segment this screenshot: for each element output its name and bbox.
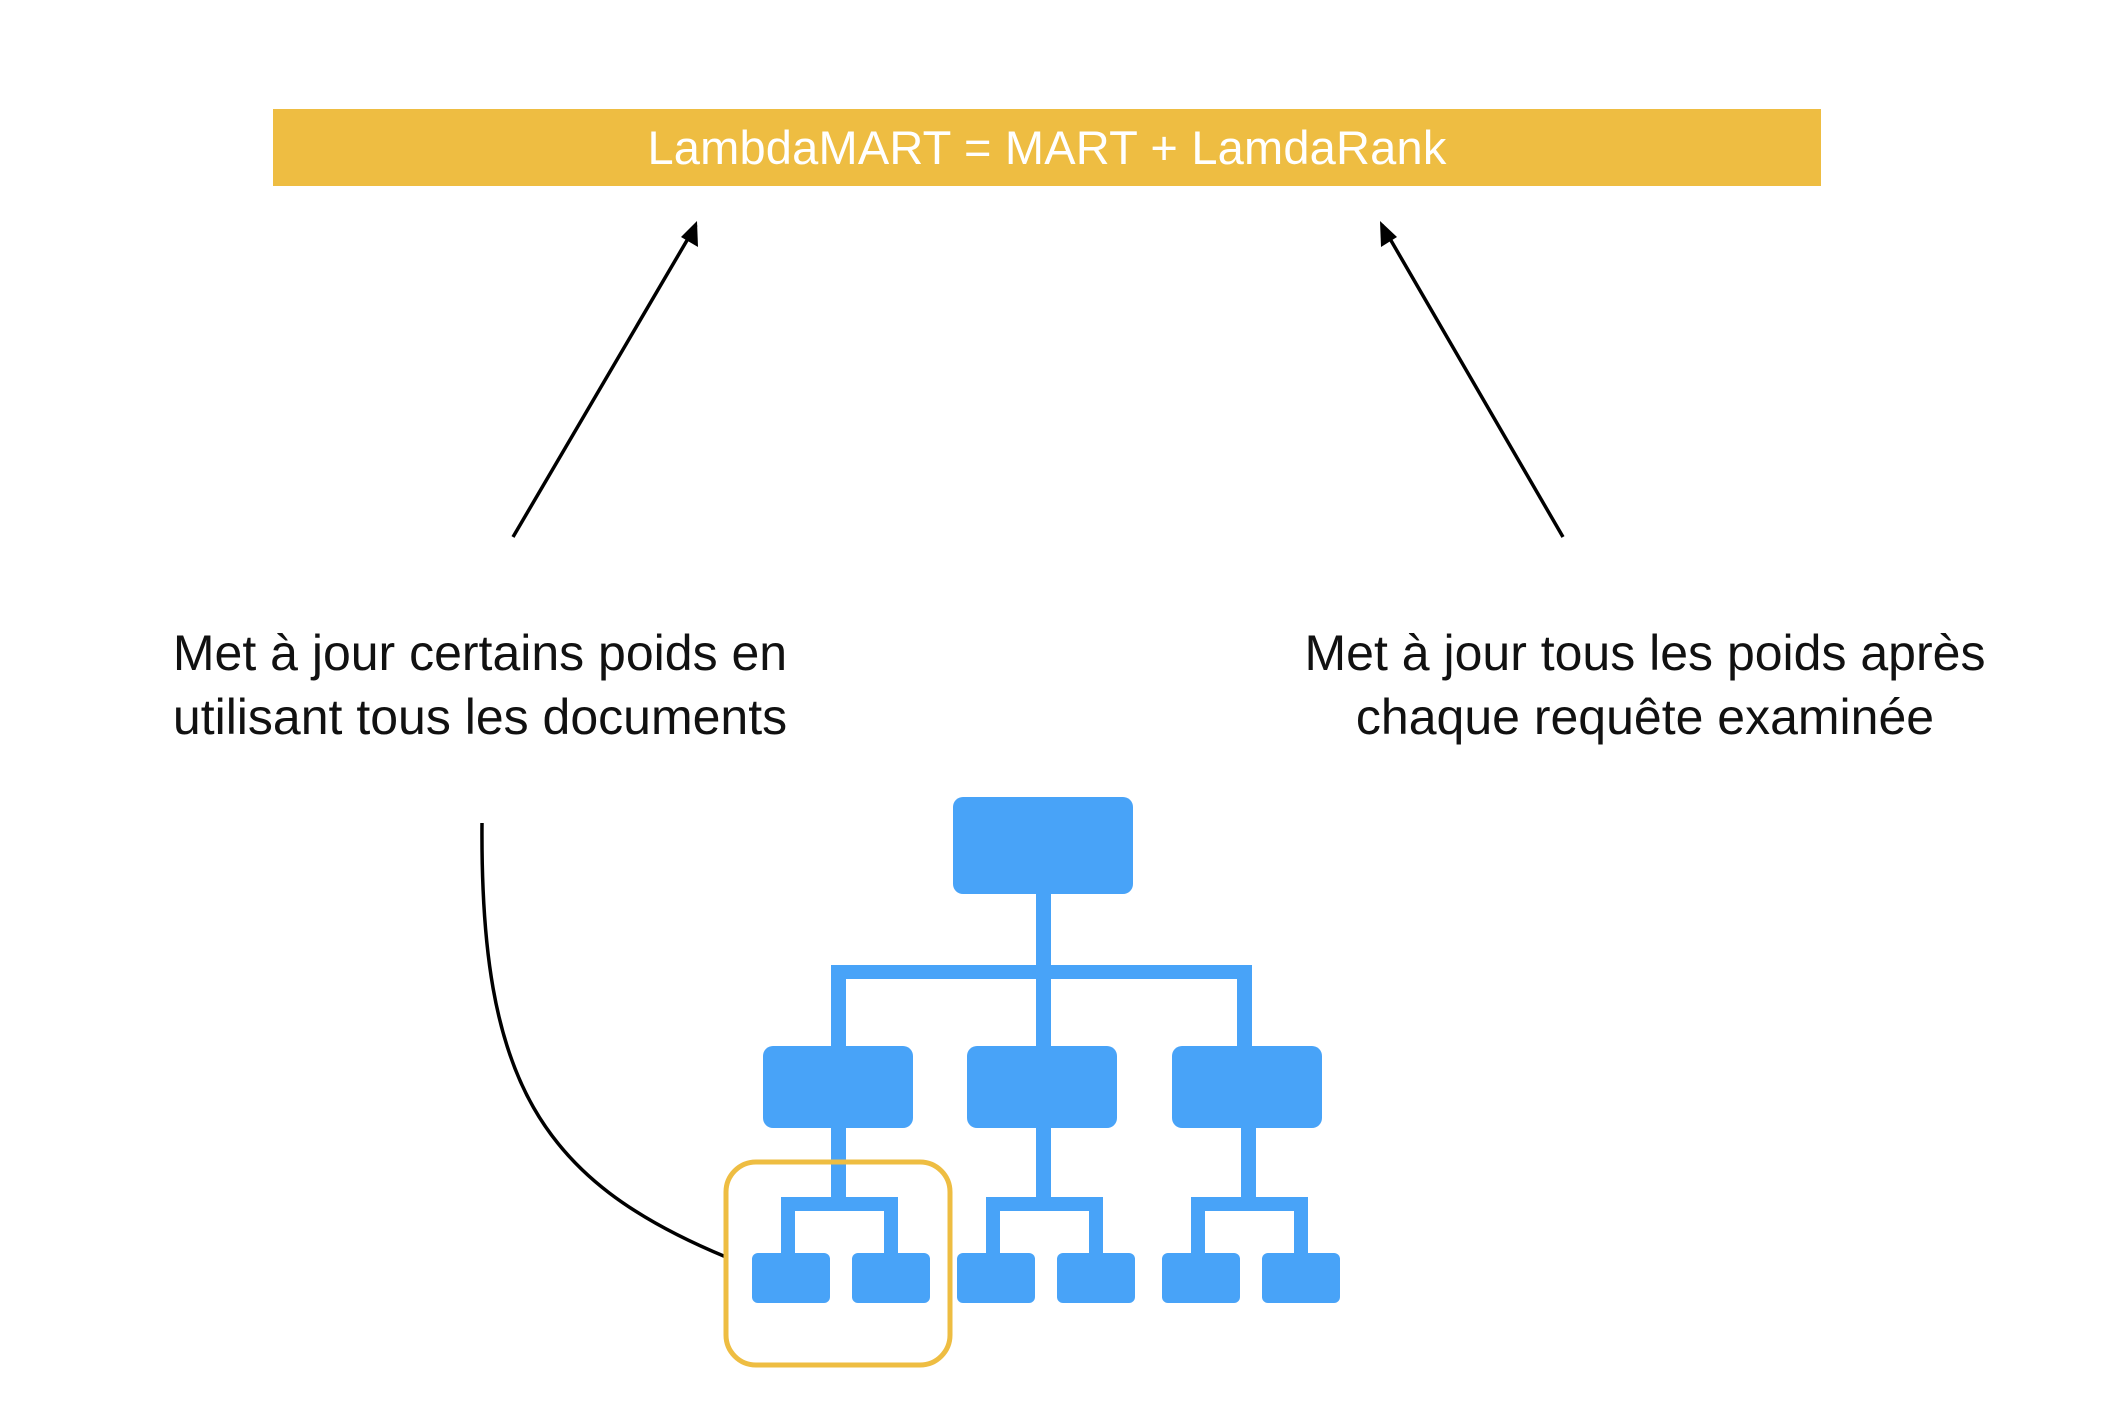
tree-leaf-node xyxy=(1057,1253,1135,1303)
right-caption-line-2: chaque requête examinée xyxy=(1355,689,1935,745)
title-bar: LambdaMART = MART + LamdaRank xyxy=(273,109,1821,186)
right-caption-line-1: Met à jour tous les poids après xyxy=(1304,625,1986,681)
tree-hierarchy-icon xyxy=(752,797,1340,1303)
tree-level2-node xyxy=(967,1046,1117,1128)
tree-leaf-node xyxy=(957,1253,1035,1303)
left-arrowhead xyxy=(681,221,698,247)
curved-connector xyxy=(480,822,727,1259)
left-arrow xyxy=(511,224,698,538)
tree-leaf-node xyxy=(752,1253,830,1303)
tree-level2-node xyxy=(1172,1046,1322,1128)
title-text: LambdaMART = MART + LamdaRank xyxy=(647,121,1447,174)
left-caption: Met à jour certains poids en utilisant t… xyxy=(80,621,880,749)
tree-leaf-node xyxy=(1262,1253,1340,1303)
right-arrowhead xyxy=(1380,221,1397,247)
tree-leaf-node xyxy=(852,1253,930,1303)
tree-root-node xyxy=(953,797,1133,894)
right-arrow xyxy=(1380,224,1565,538)
right-caption: Met à jour tous les poids après chaque r… xyxy=(1245,621,2045,749)
subtree-highlight-box xyxy=(723,1159,953,1368)
left-caption-line-2: utilisant tous les documents xyxy=(172,689,788,745)
left-caption-line-1: Met à jour certains poids en xyxy=(172,625,788,681)
tree-leaf-node xyxy=(1162,1253,1240,1303)
tree-level2-node xyxy=(763,1046,913,1128)
